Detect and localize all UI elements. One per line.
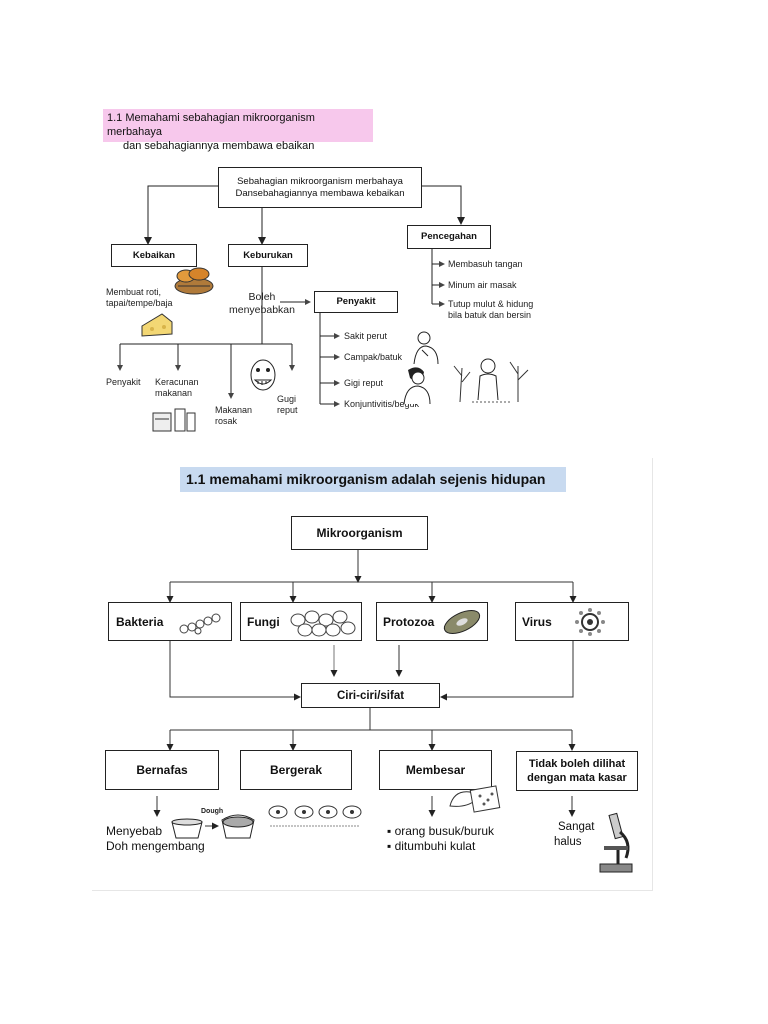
pencegahan-label: Pencegahan [421, 231, 477, 242]
moving-microbe-icon [268, 805, 362, 827]
virus-label: Virus [522, 614, 552, 629]
pencegahan-box: Pencegahan [407, 225, 491, 249]
virus-box: Virus [515, 602, 629, 641]
bernafas-label: Bernafas [136, 763, 188, 777]
cheese-icon [141, 313, 173, 337]
fungi-label: Fungi [247, 614, 280, 629]
tidak-boleh-dilihat-box: Tidak boleh dilihat dengan mata kasar [516, 751, 638, 791]
bread-basket-icon [174, 267, 214, 295]
section1-root-line1: Sebahagian mikroorganism merbahaya [237, 175, 403, 187]
face-rotten-teeth-icon [250, 359, 276, 391]
branch-makanan-rosak: Makanan rosak [215, 405, 253, 426]
sangat-line1: Sangat [558, 821, 595, 833]
boleh-line1: Boleh [248, 291, 276, 303]
kebaikan-desc-line2: tapai/tempe/baja [106, 298, 173, 308]
membesar-item-2: ditumbuhi kulat [394, 839, 476, 853]
protozoa-label: Protozoa [383, 614, 435, 629]
prevention-1: Membasuh tangan [448, 259, 523, 269]
disease-konjuntivitis: Konjuntivitis/beguk [344, 399, 420, 409]
protozoa-icon [443, 610, 481, 634]
kebaikan-desc-line1: Membuat roti, [106, 287, 162, 297]
membesar-label: Membesar [405, 763, 466, 777]
section1-root-line2: Dansebahagiannya membawa kebaikan [235, 187, 405, 199]
mold-bread-icon [449, 785, 501, 813]
bernafas-box: Bernafas [105, 750, 219, 790]
branch-gugi-reput: Gugi reput [277, 394, 298, 415]
dough-label: Dough [201, 808, 224, 815]
bernafas-desc-line1: Menyebab [106, 824, 163, 838]
kebaikan-box: Kebaikan [111, 244, 197, 267]
bakteria-label: Bakteria [116, 614, 164, 629]
penyakit-box: Penyakit [314, 291, 398, 313]
membesar-item-1: orang busuk/buruk [394, 824, 494, 838]
section1-title: 1.1 Memahami sebahagian mikroorganism me… [103, 109, 373, 152]
section1-title-line2: dan sebahagiannya membawa ebaikan [123, 140, 315, 152]
branch-keracunan: Keracunan makanan [155, 377, 199, 398]
section1-title-line1: 1.1 Memahami sebahagian mikroorganism me… [107, 112, 315, 138]
coughing-person-icon [403, 367, 431, 404]
fungi-icon [290, 610, 356, 637]
bergerak-label: Bergerak [269, 763, 323, 777]
food-containers-icon [152, 408, 196, 432]
prevention-2: Minum air masak [448, 280, 517, 290]
mikroorganism-box: Mikroorganism [291, 516, 428, 550]
boleh-line2: menyebabkan [229, 304, 295, 316]
sangat-halus: Sangat halus [554, 820, 594, 850]
membesar-item: ▪ ditumbuhi kulat [387, 839, 476, 853]
boleh-label: Boleh menyebabkan [229, 291, 295, 317]
tidak-boleh-dilihat-label: Tidak boleh dilihat dengan mata kasar [527, 758, 627, 784]
section2-panel [92, 458, 653, 891]
branch-penyakit: Penyakit [106, 377, 141, 387]
bergerak-box: Bergerak [240, 750, 352, 790]
ciri-sifat-label: Ciri-ciri/sifat [336, 689, 405, 702]
kebaikan-desc: Membuat roti, tapai/tempe/baja [106, 287, 173, 309]
membesar-item: ▪ orang busuk/buruk [387, 824, 494, 838]
bernafas-desc-line2: Doh mengembang [106, 839, 205, 853]
virus-icon [575, 608, 605, 636]
disease-sakit-perut: Sakit perut [344, 331, 388, 341]
ciri-sifat-box: Ciri-ciri/sifat [301, 683, 440, 708]
microscope-icon [599, 812, 633, 873]
outdoor-scene-icon [453, 358, 529, 403]
bernafas-desc: Menyebab Doh mengembang [106, 824, 205, 854]
penyakit-box-label: Penyakit [336, 296, 376, 307]
membesar-box: Membesar [379, 750, 492, 790]
bacteria-icon [179, 613, 221, 635]
keburukan-box: Keburukan [228, 244, 308, 267]
sangat-line2: halus [554, 836, 582, 848]
section2-title: 1.1 memahami mikroorganism adalah sejeni… [180, 467, 566, 492]
sick-person-icon [413, 331, 439, 364]
dough-bowls-icon [171, 814, 255, 839]
keburukan-label: Keburukan [243, 249, 293, 261]
disease-campak: Campak/batuk [344, 352, 403, 362]
disease-gigi-reput: Gigi reput [344, 378, 384, 388]
membesar-list: ▪ orang busuk/buruk ▪ ditumbuhi kulat [387, 824, 494, 854]
mikroorganism-label: Mikroorganism [316, 526, 403, 540]
kebaikan-label: Kebaikan [132, 249, 176, 261]
section1-root-box: Sebahagian mikroorganism merbahaya Danse… [218, 167, 422, 208]
prevention-3: Tutup mulut & hidung bila batuk dan bers… [448, 299, 534, 320]
